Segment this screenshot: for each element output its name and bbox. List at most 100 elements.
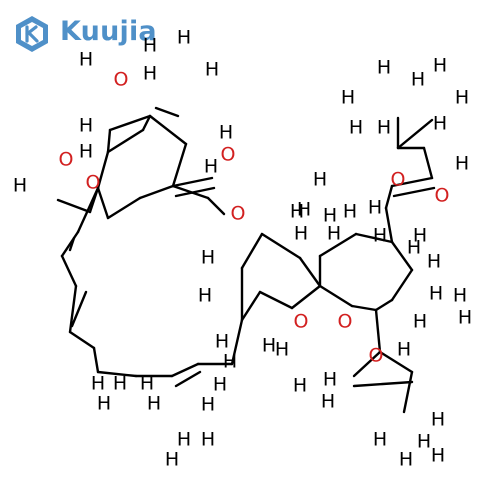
bond-23 bbox=[298, 256, 322, 288]
kuujia-logo: Kuujia bbox=[10, 10, 160, 58]
bond-24 bbox=[260, 232, 302, 260]
oxygen-atom-label: O bbox=[86, 172, 101, 194]
bond-45 bbox=[402, 370, 414, 414]
hydrogen-atom-label: H bbox=[143, 35, 157, 57]
bond-25 bbox=[240, 232, 264, 270]
hydrogen-atom-label: H bbox=[458, 307, 472, 329]
oxygen-atom-label: O bbox=[231, 203, 246, 225]
hydrogen-atom-label: H bbox=[79, 49, 93, 71]
hydrogen-atom-label: H bbox=[201, 247, 215, 269]
oxygen-atom-label: O bbox=[294, 311, 309, 333]
hydrogen-atom-label: H bbox=[205, 59, 219, 81]
oxygen-atom-label: O bbox=[59, 149, 74, 171]
bond-layer bbox=[56, 106, 436, 414]
bond-28 bbox=[350, 304, 378, 312]
bond-7 bbox=[108, 114, 152, 132]
hydrogen-atom-label: H bbox=[297, 199, 311, 221]
hydrogen-atom-label: H bbox=[91, 373, 105, 395]
hydrogen-atom-label: H bbox=[399, 449, 413, 471]
double-bond-line-5 bbox=[174, 186, 216, 198]
bond-48 bbox=[171, 176, 214, 188]
bond-12 bbox=[68, 284, 78, 334]
hydrogen-atom-label: H bbox=[165, 449, 179, 471]
bond-6 bbox=[148, 114, 188, 146]
hydrogen-atom-label: H bbox=[147, 393, 161, 415]
hydrogen-atom-label: H bbox=[377, 57, 391, 79]
hydrogen-atom-label: H bbox=[453, 285, 467, 307]
oxygen-atom-label: O bbox=[435, 185, 450, 207]
bond-0 bbox=[106, 128, 145, 154]
bond-36 bbox=[384, 184, 394, 210]
hydrogen-atom-label: H bbox=[327, 223, 341, 245]
hydrogen-atom-label: H bbox=[177, 27, 191, 49]
bond-43 bbox=[378, 350, 414, 374]
hydrogen-atom-label: H bbox=[323, 369, 337, 391]
bond-19 bbox=[230, 318, 244, 366]
hydrogen-atom-label: H bbox=[201, 429, 215, 451]
bond-37 bbox=[390, 176, 434, 188]
kuujia-hexagon-logo-icon bbox=[16, 16, 48, 52]
hydrogen-atom-label: H bbox=[455, 153, 469, 175]
hydrogen-atom-label: H bbox=[373, 225, 387, 247]
hydrogen-atom-label: H bbox=[97, 393, 111, 415]
hydrogen-atom-label: H bbox=[431, 409, 445, 431]
bond-1 bbox=[96, 150, 110, 190]
bond-33 bbox=[318, 232, 358, 258]
bond-32 bbox=[354, 232, 394, 244]
bond-31 bbox=[390, 240, 414, 272]
bond-42 bbox=[374, 308, 382, 354]
hydrogen-atom-label: H bbox=[341, 87, 355, 109]
hydrogen-atom-label: H bbox=[349, 117, 363, 139]
bond-44 bbox=[352, 350, 382, 378]
bond-50 bbox=[88, 186, 100, 214]
bond-22 bbox=[290, 284, 322, 310]
bond-38 bbox=[422, 146, 434, 180]
hydrogen-atom-label: H bbox=[373, 429, 387, 451]
hydrogen-atom-label: H bbox=[79, 141, 93, 163]
hydrogen-atom-label: H bbox=[323, 205, 337, 227]
double-bond-line-3 bbox=[392, 186, 436, 198]
hydrogen-atom-label: H bbox=[204, 156, 218, 178]
bond-51 bbox=[56, 198, 92, 214]
bond-17 bbox=[170, 362, 200, 378]
hydrogen-atom-label: H bbox=[417, 431, 431, 453]
brand-name: Kuujia bbox=[60, 16, 157, 47]
hydrogen-atom-label: H bbox=[321, 391, 335, 413]
hydrogen-atom-label: H bbox=[433, 55, 447, 77]
bond-35 bbox=[384, 206, 394, 244]
double-bond-line-0 bbox=[68, 236, 76, 252]
hydrogen-atom-label: H bbox=[411, 69, 425, 91]
hydrogen-atom-label: H bbox=[313, 169, 327, 191]
hydrogen-atom-label: H bbox=[433, 113, 447, 135]
bond-41 bbox=[396, 118, 434, 150]
double-bond-line-4 bbox=[154, 106, 180, 118]
hydrogen-atom-label: H bbox=[13, 175, 27, 197]
double-bond-line-1 bbox=[70, 290, 88, 328]
hydrogen-atom-label: H bbox=[290, 201, 304, 223]
hydrogen-atom-label: H bbox=[293, 375, 307, 397]
hydrogen-atom-label: H bbox=[407, 237, 421, 259]
hydrogen-atom-label: H bbox=[143, 63, 157, 85]
hydrogen-atom-label: H bbox=[397, 339, 411, 361]
hydrogen-atom-label: H bbox=[294, 223, 308, 245]
hydrogen-atom-label: H bbox=[455, 87, 469, 109]
hydrogen-atom-label: H bbox=[113, 373, 127, 395]
hydrogen-atom-label: H bbox=[223, 351, 237, 373]
hydrogen-atom-label: H bbox=[213, 374, 227, 396]
hydrogen-atom-label: H bbox=[140, 373, 154, 395]
bond-49 bbox=[141, 114, 152, 132]
hydrogen-atom-label: H bbox=[177, 429, 191, 451]
bond-15 bbox=[96, 370, 138, 378]
double-bond-line-2 bbox=[174, 370, 202, 388]
bond-10 bbox=[60, 230, 80, 258]
bond-27 bbox=[318, 284, 354, 308]
hydrogen-atom-label: H bbox=[368, 197, 382, 219]
oxygen-atom-label: O bbox=[114, 69, 129, 91]
bond-13 bbox=[68, 330, 96, 350]
bond-4 bbox=[138, 184, 175, 200]
oxygen-atom-label: O bbox=[338, 311, 353, 333]
bond-3 bbox=[106, 196, 142, 220]
hydrogen-atom-label: H bbox=[429, 283, 443, 305]
